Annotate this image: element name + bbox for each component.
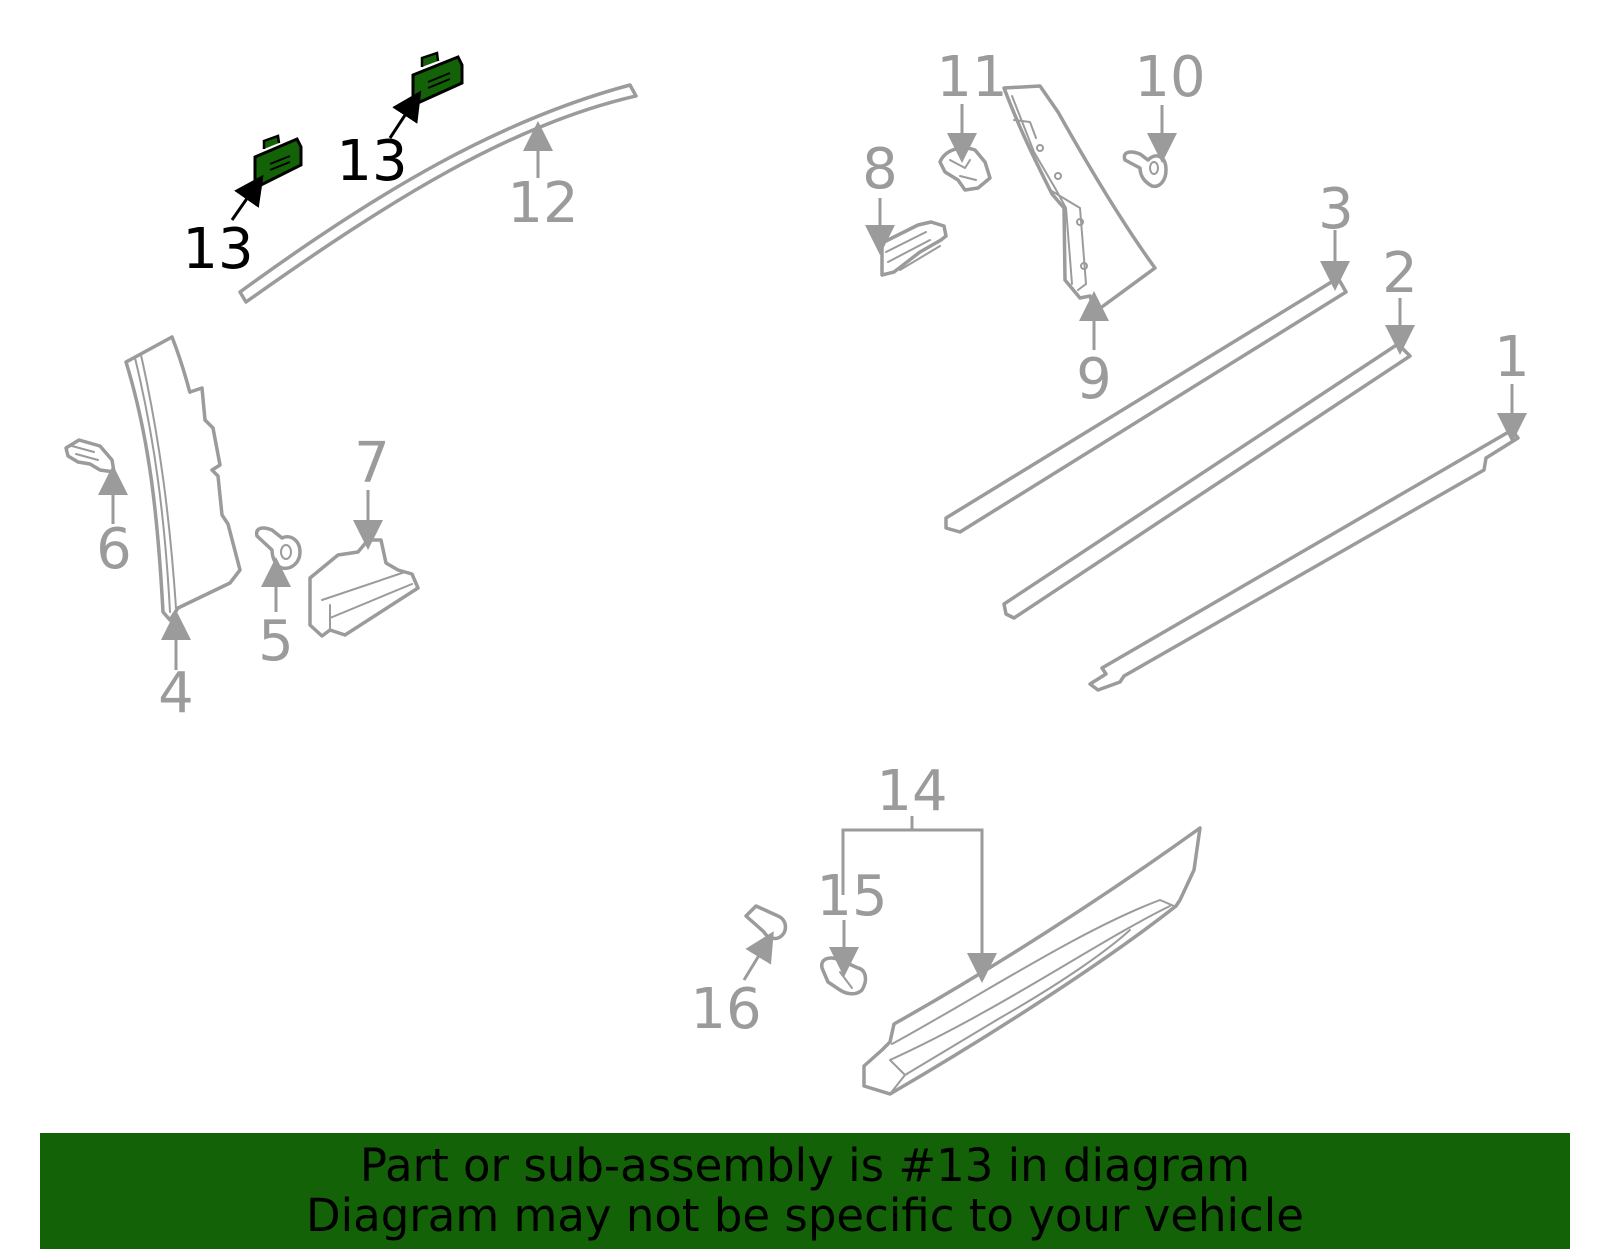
part-8-clip	[865, 198, 948, 277]
part-6-clip	[64, 438, 128, 524]
callout-16: 16	[690, 977, 761, 1042]
callout-15: 15	[816, 864, 887, 929]
callout-4: 4	[158, 661, 194, 726]
part-5-push-pin	[254, 526, 302, 612]
part-3-belt-molding	[944, 230, 1350, 534]
callout-7: 7	[354, 431, 390, 496]
part-7-bracket	[308, 490, 420, 638]
callout-13-right: 13	[336, 129, 407, 194]
part-15-cap	[820, 920, 868, 996]
part-16-cap	[742, 904, 788, 981]
part-13-clip-b[interactable]	[411, 51, 464, 104]
info-banner: Part or sub-assembly is #13 in diagram D…	[40, 1133, 1570, 1249]
banner-line-2: Diagram may not be specific to your vehi…	[306, 1189, 1304, 1242]
part-13-clip-a[interactable]	[253, 134, 303, 187]
banner-line-1: Part or sub-assembly is #13 in diagram	[359, 1139, 1251, 1192]
callout-1: 1	[1494, 325, 1530, 390]
callout-8: 8	[862, 137, 898, 202]
callout-13-left: 13	[182, 217, 253, 282]
callout-14: 14	[876, 759, 947, 824]
callout-10: 10	[1134, 45, 1205, 110]
callout-12: 12	[507, 171, 578, 236]
part-1-rocker-molding	[1088, 384, 1527, 692]
callout-6: 6	[96, 517, 132, 582]
part-12-roof-molding	[238, 83, 638, 304]
part-2-belt-molding	[1002, 298, 1415, 620]
callout-3: 3	[1318, 177, 1354, 242]
part-10-push-pin	[1122, 105, 1177, 189]
part-4-pillar-applique	[124, 335, 242, 670]
part-14-door-molding	[841, 816, 1202, 1096]
callout-2: 2	[1382, 241, 1418, 306]
callout-5: 5	[258, 609, 294, 674]
callout-9: 9	[1076, 347, 1112, 412]
part-11-clip	[938, 104, 992, 192]
part-9-pillar-trim	[1002, 84, 1157, 350]
callout-11: 11	[936, 45, 1007, 110]
